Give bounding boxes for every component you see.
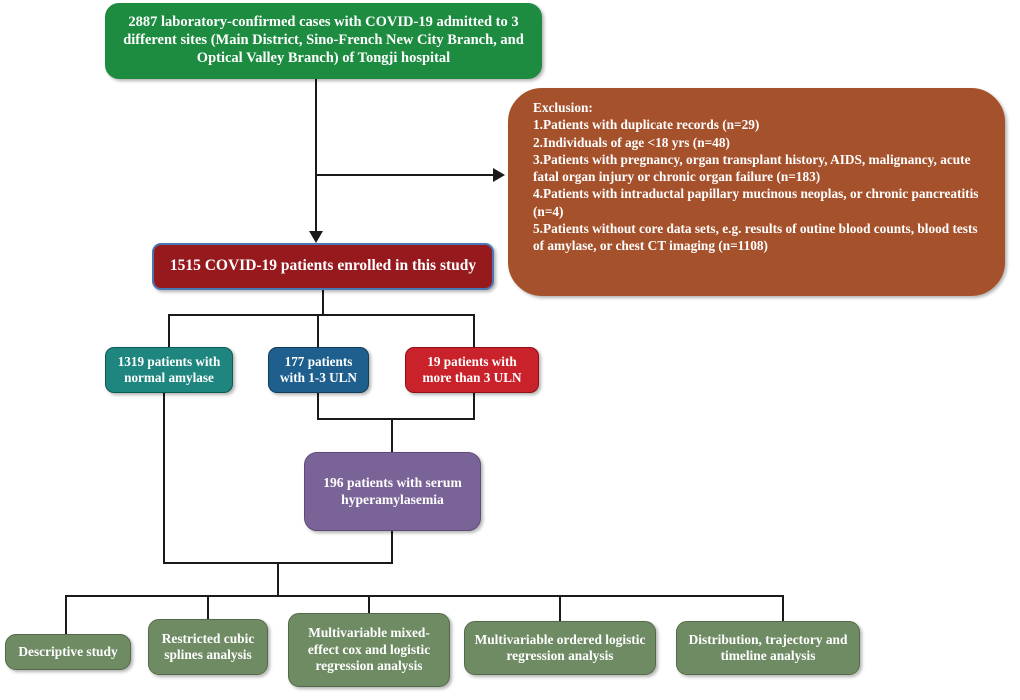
node-analysis-mixed-cox-label: Multivariable mixed-effect cox and logis… bbox=[307, 625, 431, 674]
connector-to-uln13 bbox=[317, 314, 319, 348]
exclusion-item-4: 4.Patients with intraductal papillary mu… bbox=[533, 186, 979, 219]
node-uln-more-than-3-label: 19 patients with more than 3 ULN bbox=[422, 353, 522, 385]
node-normal-amylase: 1319 patients with normal amylase bbox=[105, 347, 233, 393]
exclusion-heading: Exclusion: bbox=[533, 100, 593, 115]
node-analysis-ordered-logistic: Multivariable ordered logistic regressio… bbox=[464, 621, 656, 675]
node-analysis-descriptive: Descriptive study bbox=[5, 634, 131, 670]
connector-to-hyper bbox=[391, 418, 393, 454]
exclusion-item-2: 2.Individuals of age <18 yrs (n=48) bbox=[533, 134, 730, 150]
connector-to-normal bbox=[168, 314, 170, 348]
exclusion-item-1: 1.Patients with duplicate records (n=29) bbox=[533, 117, 760, 133]
node-exclusion: Exclusion: 1.Patients with duplicate rec… bbox=[508, 88, 1005, 296]
connector-to-descriptive bbox=[65, 595, 67, 635]
connector-split-bar-strata bbox=[168, 314, 474, 316]
connector-to-exclusion bbox=[315, 174, 493, 176]
connector-merge-bar-hyper bbox=[317, 418, 475, 420]
connector-analysis-fan-bar bbox=[65, 595, 783, 597]
connector-uln3plus-down bbox=[473, 392, 475, 420]
connector-cohort-trunk bbox=[315, 79, 317, 235]
node-analysis-distribution: Distribution, trajectory and timeline an… bbox=[676, 621, 860, 675]
node-normal-amylase-label: 1319 patients with normal amylase bbox=[117, 353, 221, 385]
node-uln-more-than-3: 19 patients with more than 3 ULN bbox=[405, 347, 539, 393]
node-analysis-mixed-cox: Multivariable mixed-effect cox and logis… bbox=[288, 613, 450, 687]
node-analysis-splines-label: Restricted cubic splines analysis bbox=[161, 630, 255, 662]
exclusion-item-5: 5.Patients without core data sets, e.g. … bbox=[533, 220, 978, 254]
connector-to-ordered bbox=[559, 595, 561, 622]
node-analysis-distribution-label: Distribution, trajectory and timeline an… bbox=[688, 631, 848, 663]
node-hyperamylasemia: 196 patients with serum hyperamylasemia bbox=[304, 452, 481, 531]
connector-uln13-down bbox=[317, 392, 319, 420]
node-cohort: 2887 laboratory-confirmed cases with COV… bbox=[105, 3, 542, 79]
exclusion-item-3: 3.Patients with pregnancy, organ transpl… bbox=[533, 151, 971, 185]
connector-normal-down bbox=[163, 392, 165, 564]
connector-analysis-trunk bbox=[277, 562, 279, 596]
node-uln-1-3: 177 patients with 1-3 ULN bbox=[268, 347, 369, 393]
connector-to-distribution bbox=[782, 595, 784, 622]
node-analysis-ordered-logistic-label: Multivariable ordered logistic regressio… bbox=[474, 631, 646, 663]
node-enrolled-label: 1515 COVID-19 patients enrolled in this … bbox=[169, 257, 477, 275]
node-enrolled: 1515 COVID-19 patients enrolled in this … bbox=[152, 243, 494, 290]
node-analysis-descriptive-label: Descriptive study bbox=[18, 643, 118, 659]
connector-to-uln3plus bbox=[473, 314, 475, 348]
node-hyperamylasemia-label: 196 patients with serum hyperamylasemia bbox=[323, 474, 462, 507]
connector-enrolled-down bbox=[322, 290, 324, 315]
connector-to-mixedcox bbox=[368, 595, 370, 614]
node-uln-1-3-label: 177 patients with 1-3 ULN bbox=[280, 353, 357, 385]
arrowhead-to-enrolled bbox=[309, 231, 323, 243]
node-cohort-label: 2887 laboratory-confirmed cases with COV… bbox=[123, 14, 524, 66]
connector-to-splines bbox=[207, 595, 209, 620]
connector-hyper-down bbox=[391, 531, 393, 564]
node-analysis-splines: Restricted cubic splines analysis bbox=[148, 619, 268, 675]
arrowhead-to-exclusion bbox=[493, 168, 505, 182]
